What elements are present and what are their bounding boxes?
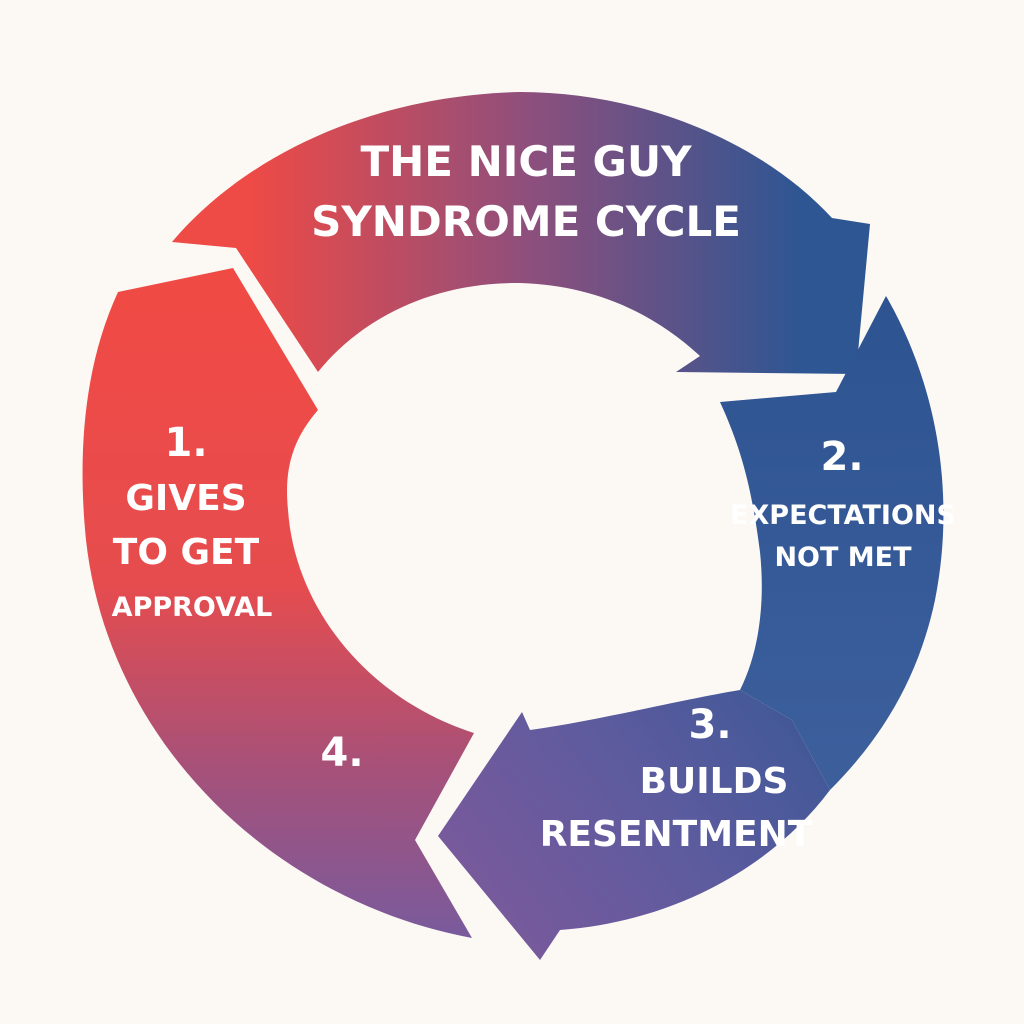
step-3-number: 3. xyxy=(688,702,731,748)
diagram-title: THE NICE GUY SYNDROME CYCLE xyxy=(311,137,741,246)
step-3-line-2: RESENTMENT xyxy=(540,814,813,855)
step-2-line-1: EXPECTATIONS xyxy=(730,500,956,531)
step-2-number: 2. xyxy=(820,434,863,480)
segment-left-arrow xyxy=(82,268,474,938)
step-3-line-1: BUILDS xyxy=(640,761,789,802)
step-2: 2. EXPECTATIONS NOT MET xyxy=(730,434,956,573)
step-2-line-2: NOT MET xyxy=(774,542,912,573)
step-4: 4. xyxy=(320,730,363,776)
step-1: 1. GIVES TO GET APPROVAL xyxy=(112,420,273,623)
segment-top-arrow xyxy=(172,92,870,374)
step-1-number: 1. xyxy=(164,420,207,466)
step-3: 3. BUILDS RESENTMENT xyxy=(540,702,813,855)
step-1-line-3: APPROVAL xyxy=(112,592,273,623)
title-line-2: SYNDROME CYCLE xyxy=(311,197,741,246)
title-line-1: THE NICE GUY xyxy=(360,137,692,186)
ring-segments xyxy=(82,92,944,960)
step-1-line-2: TO GET xyxy=(113,532,260,573)
step-4-number: 4. xyxy=(320,730,363,776)
step-1-line-1: GIVES xyxy=(125,478,246,519)
segment-bottom-arrow xyxy=(438,690,830,960)
segment-right xyxy=(720,296,944,790)
